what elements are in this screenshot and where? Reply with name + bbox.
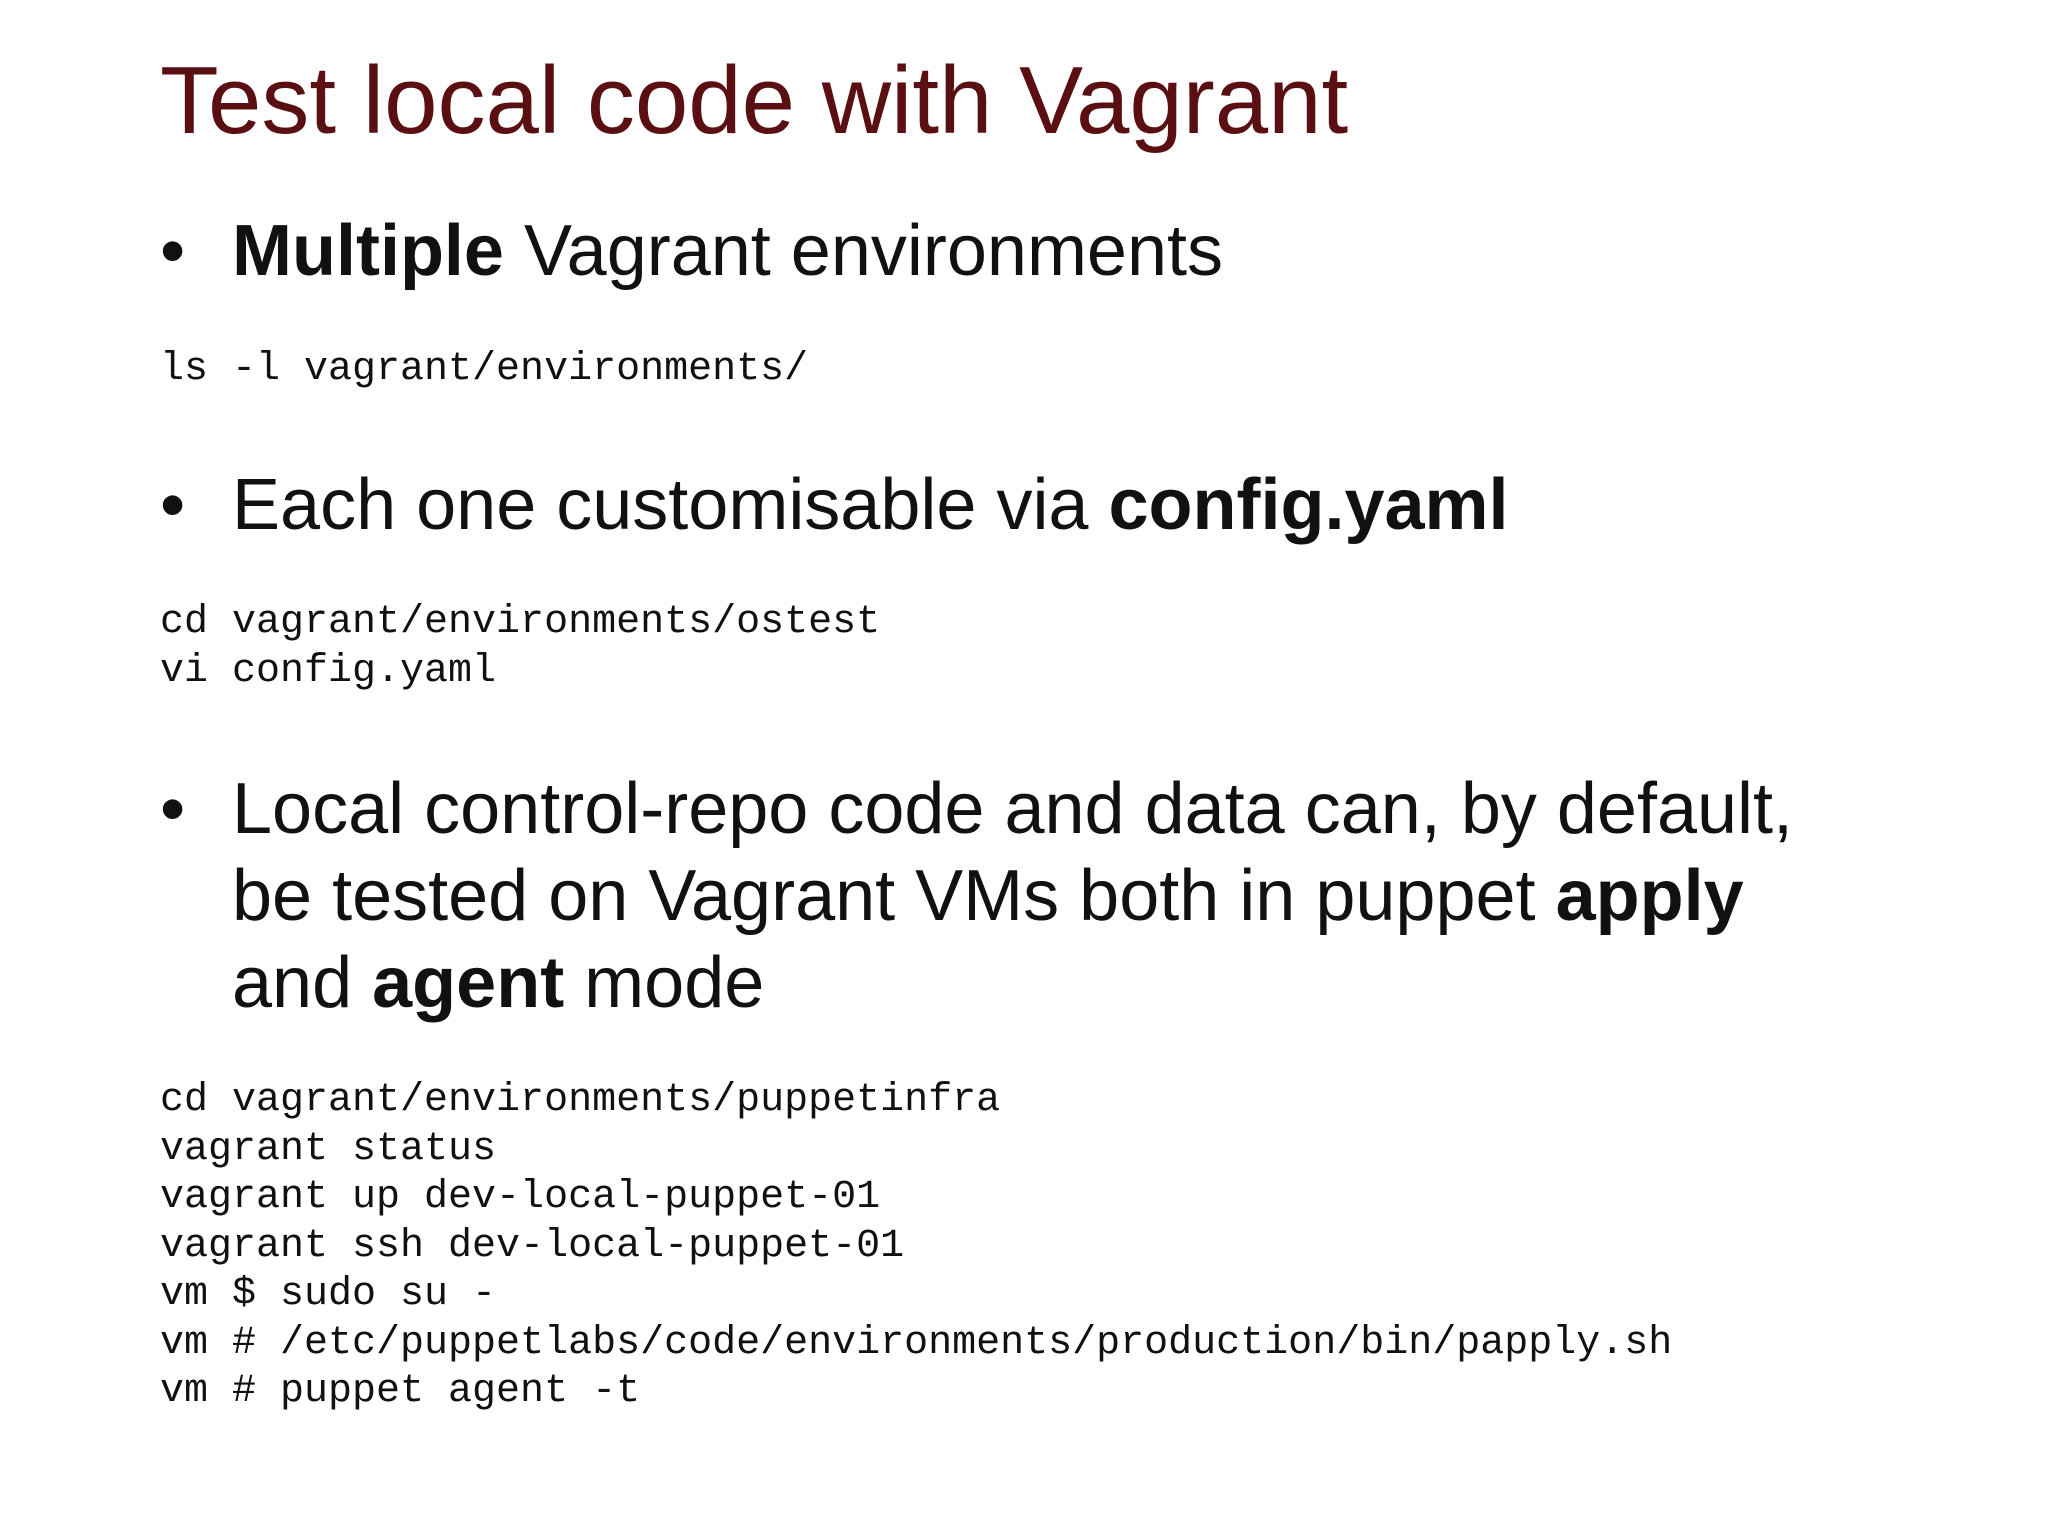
slide-title: Test local code with Vagrant bbox=[160, 47, 1349, 154]
code-line: cd vagrant/environments/ostest bbox=[160, 600, 881, 645]
code-line: vm # /etc/puppetlabs/code/environments/p… bbox=[160, 1320, 1673, 1366]
bullet-text: Each one customisable via config.yaml bbox=[232, 462, 1952, 549]
bullet-normal-text: Vagrant environments bbox=[503, 211, 1224, 291]
code-line: vagrant status bbox=[160, 1126, 497, 1172]
bullet-text: Multiple Vagrant environments bbox=[232, 208, 1952, 295]
code-line: ls -l vagrant/environments/ bbox=[160, 347, 809, 392]
bullet-line: Local control-repo code and data can, by… bbox=[232, 766, 1952, 853]
bullet-dot: • bbox=[160, 211, 186, 291]
bullet-dot: • bbox=[160, 465, 186, 545]
code-line: vm # puppet agent -t bbox=[160, 1369, 641, 1414]
bullet-normal-text: mode bbox=[564, 943, 765, 1023]
code-line: vagrant up dev-local-puppet-01 bbox=[160, 1175, 881, 1220]
code-line: cd vagrant/environments/puppetinfra bbox=[160, 1078, 1001, 1123]
bullet-line: be tested on Vagrant VMs both in puppet … bbox=[232, 853, 1952, 940]
code-line: vagrant ssh dev-local-puppet-01 bbox=[160, 1223, 905, 1269]
bullet-normal-text: be tested on Vagrant VMs both in puppet bbox=[232, 856, 1556, 936]
bullet-line: and agent mode bbox=[232, 940, 1952, 1027]
bullet-normal-text: and bbox=[232, 943, 373, 1023]
bullet-bold-text: Multiple bbox=[232, 211, 504, 291]
code-block-list-environments: ls -l vagrant/environments/ bbox=[160, 346, 808, 395]
bullet-bold-text: config.yaml bbox=[1108, 465, 1509, 545]
bullet-text: Local control-repo code and data can, by… bbox=[232, 766, 1952, 1027]
bullet-bold-text: agent bbox=[372, 943, 565, 1023]
bullet-normal-text: Each one customisable via bbox=[232, 465, 1109, 545]
code-line: vi config.yaml bbox=[160, 648, 497, 694]
bullet-normal-text: Local control-repo code and data can, by… bbox=[232, 769, 1794, 849]
bullet-dot: • bbox=[160, 769, 186, 849]
bullet-bold-text: apply bbox=[1555, 856, 1744, 936]
code-line: vm $ sudo su - bbox=[160, 1272, 497, 1317]
